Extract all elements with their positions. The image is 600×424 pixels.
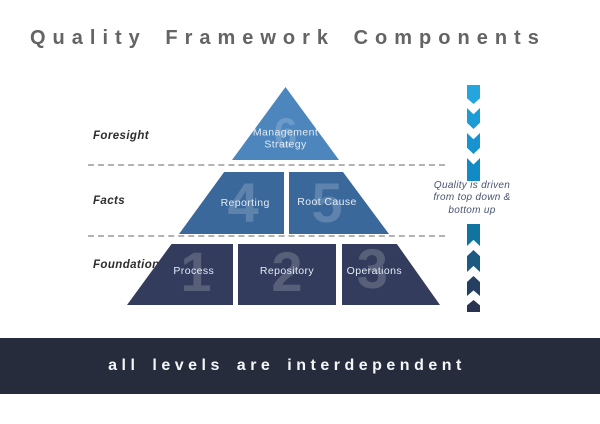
chevron-down-icon <box>467 133 480 154</box>
arrow-note-line1: Quality is driven <box>433 180 511 191</box>
segment-label-repository: Repository <box>259 264 315 277</box>
arrow-note: Quality is driven from top down & bottom… <box>412 180 532 217</box>
segment-label-line2: Strategy <box>264 138 307 151</box>
tier-label-foundation: Foundation <box>93 259 160 271</box>
chevron-up-icon <box>467 250 480 272</box>
segment-label-operations: Operations <box>346 264 403 277</box>
footer-banner-text: all levels are interdependent <box>108 357 466 374</box>
segment-label-root-cause: Root Cause <box>297 196 357 209</box>
chevron-up-icon <box>467 276 480 296</box>
pyramid-segment-operations: 3 Operations <box>342 244 440 305</box>
chevron-down-icon <box>467 85 480 104</box>
dashed-divider-bottom <box>88 235 445 237</box>
segment-label-process: Process <box>173 264 215 277</box>
dashed-divider-top <box>88 164 445 166</box>
pyramid-segment-process: 1 Process <box>127 244 233 305</box>
arrow-note-line3: bottom up <box>448 204 496 216</box>
footer-banner: all levels are interdependent <box>0 338 600 394</box>
chevron-up-icon <box>467 300 480 312</box>
arrow-note-line2: from top down & <box>433 192 511 204</box>
page-title: Quality Framework Components <box>30 27 546 49</box>
chevron-down-icon <box>467 108 480 129</box>
pyramid-segment-repository: 2 Repository <box>238 244 336 305</box>
pyramid-segment-root-cause: 5 Root Cause <box>289 172 389 234</box>
tier-label-facts: Facts <box>93 195 126 207</box>
pyramid-segment-reporting: 4 Reporting <box>179 172 284 234</box>
chevron-down-icon <box>467 158 480 181</box>
segment-label-reporting: Reporting <box>220 196 270 209</box>
tier-label-foresight: Foresight <box>93 130 149 142</box>
segment-label-line1: Management <box>252 126 319 139</box>
chevron-up-icon <box>467 224 480 246</box>
